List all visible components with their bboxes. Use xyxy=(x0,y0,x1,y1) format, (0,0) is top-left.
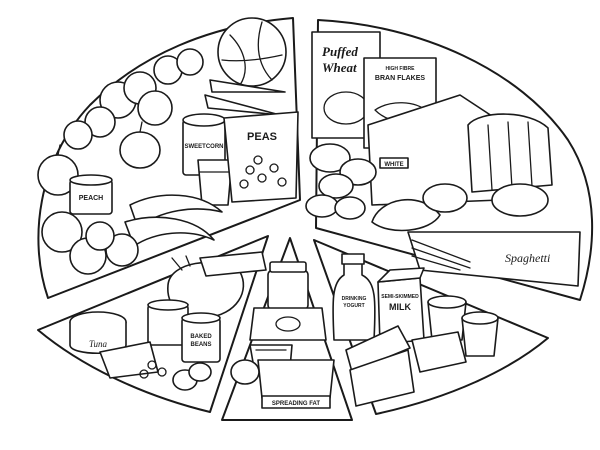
bran-flakes-label: BRAN FLAKES xyxy=(375,75,425,82)
apple-icon xyxy=(37,144,79,196)
bread-loaf-icon xyxy=(467,113,553,193)
jam-jar-icon xyxy=(267,261,309,311)
spreading-fat-label: SPREADING FAT xyxy=(272,401,321,407)
puffed-wheat-label-1: Puffed xyxy=(322,44,358,59)
nuts-icon xyxy=(139,360,167,379)
drinking-yogurt-label-1: DRINKING xyxy=(342,296,367,302)
white-bread-icon: WHITE xyxy=(367,94,501,206)
segment-starchy-foods xyxy=(315,19,594,301)
drinking-yogurt-label-2: YOGURT xyxy=(343,303,364,309)
milk-label: MILK xyxy=(389,302,411,312)
carrot-icon xyxy=(204,79,286,116)
cabbage-icon xyxy=(217,17,287,87)
peas-bag-icon: PEAS xyxy=(223,111,299,203)
white-bread-label: WHITE xyxy=(384,162,403,168)
dairy-group: DRINKING YOGURT SEMI-SKIMMED MILK xyxy=(332,253,499,407)
bread-roll-icon xyxy=(422,183,549,217)
yogurt-pot-icon xyxy=(427,295,499,357)
tuna-label: Tuna xyxy=(89,339,108,349)
sweetcorn-label: SWEETCORN xyxy=(185,144,224,150)
bun-icon xyxy=(230,359,260,385)
segment-fruit-vegetables xyxy=(37,17,301,299)
fat-sugar-group: SPREADING FAT xyxy=(230,261,335,409)
meat-icon xyxy=(199,251,267,277)
spaghetti-packet-icon: Spaghetti xyxy=(407,231,581,287)
starchy-foods-group: Puffed Wheat HIGH FIBRE BRAN FLAKES WHIT… xyxy=(305,31,581,287)
bran-flakes-top-label: HIGH FIBRE xyxy=(386,66,416,72)
yogurt-bottle-icon: DRINKING YOGURT xyxy=(332,253,376,341)
fruit-vegetables-group: PEACH SWEETCORN PEAS xyxy=(37,17,299,275)
orange-icon xyxy=(41,211,139,275)
peas-label: PEAS xyxy=(247,131,277,143)
broccoli-icon xyxy=(63,48,204,150)
baked-beans-label-2: BEANS xyxy=(190,342,211,348)
segment-dairy xyxy=(313,239,549,415)
egg-icon xyxy=(172,362,212,391)
banana-icon xyxy=(124,194,223,247)
crisps-packet-icon xyxy=(249,307,327,341)
puffed-wheat-label-2: Wheat xyxy=(322,60,357,75)
potato-icon xyxy=(305,143,377,220)
milk-top-label: SEMI-SKIMMED xyxy=(381,294,419,300)
peach-label: PEACH xyxy=(79,195,104,202)
baked-beans-tin-icon: BAKED BEANS xyxy=(181,312,221,363)
juice-glass-icon xyxy=(197,159,233,206)
baked-beans-label-1: BAKED xyxy=(190,334,212,340)
spreading-fat-tub-icon: SPREADING FAT xyxy=(257,359,335,409)
rice-icon xyxy=(371,198,441,232)
milk-carton-icon: SEMI-SKIMMED MILK xyxy=(377,267,425,345)
meat-fish-group: Tuna BAKED BEANS xyxy=(69,251,267,391)
cheese-icon xyxy=(345,325,467,407)
spaghetti-label: Spaghetti xyxy=(505,251,550,265)
pepper-icon xyxy=(119,121,161,169)
tuna-tin-icon: Tuna xyxy=(69,311,127,354)
peach-tin-icon: PEACH xyxy=(69,174,113,215)
